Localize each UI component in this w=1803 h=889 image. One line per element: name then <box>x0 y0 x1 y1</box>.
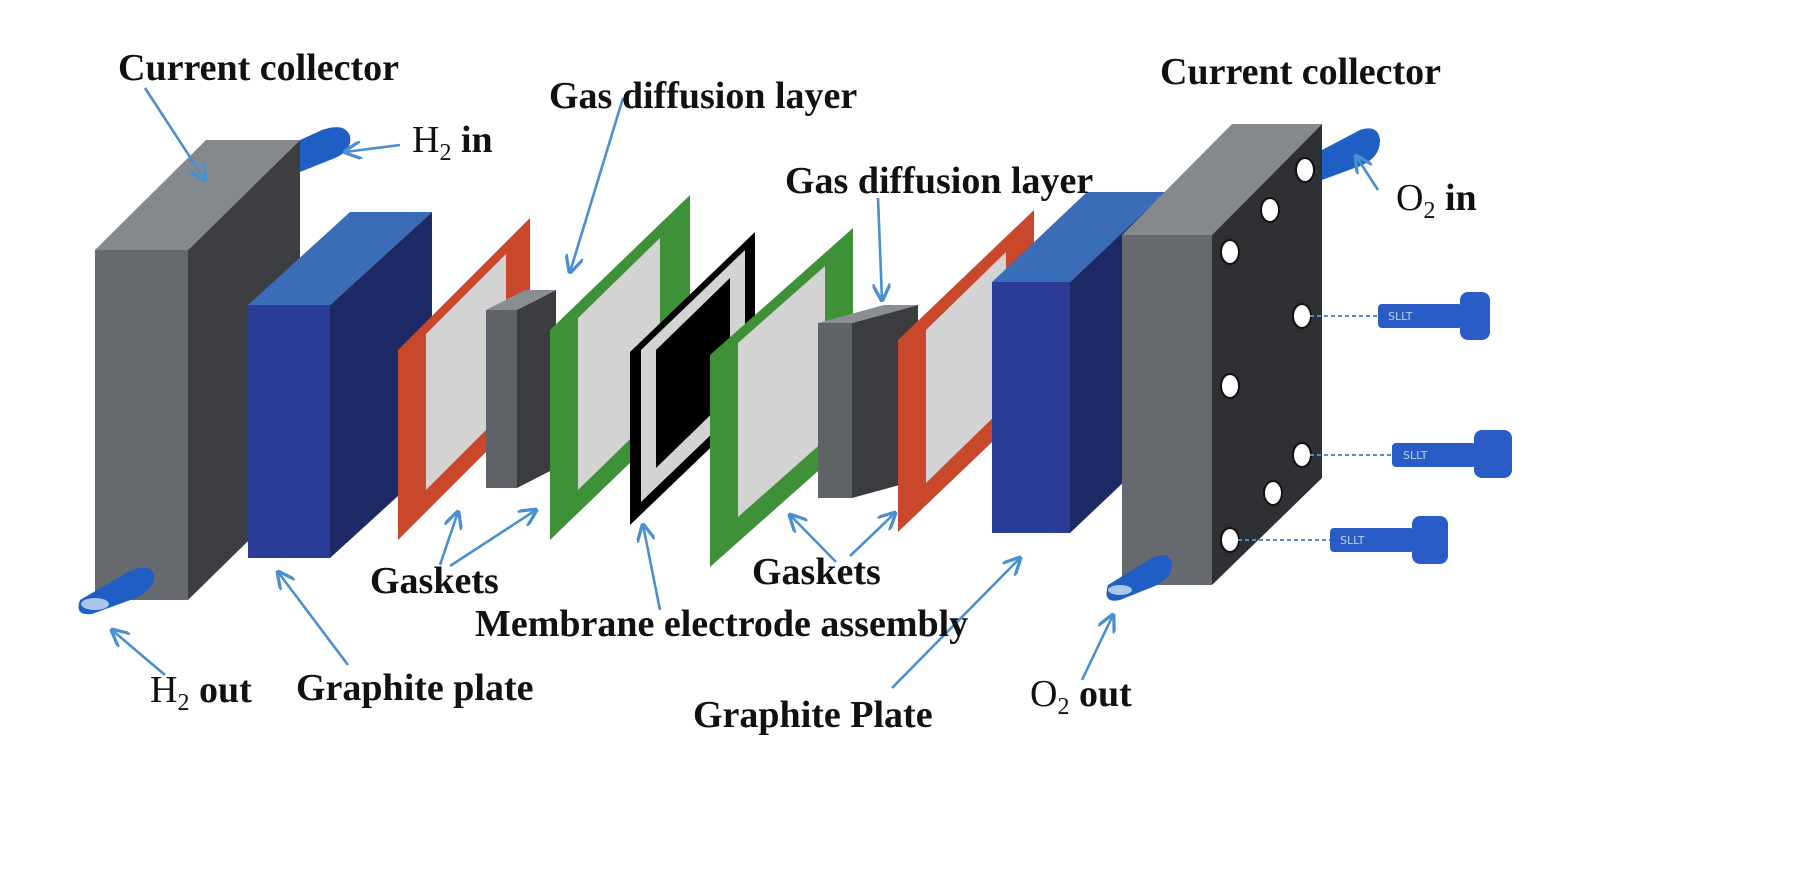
o2-out-port <box>1106 555 1172 601</box>
h2-out-base: H <box>150 669 177 711</box>
o2-in-base: O <box>1396 177 1423 219</box>
arrow-gdl-left <box>570 97 625 272</box>
arrow-graphite-left <box>278 572 350 666</box>
graphite-right-top <box>992 192 1165 282</box>
o2-out-rest: out <box>1069 673 1132 715</box>
o2-out-base: O <box>1030 673 1057 715</box>
current-collector-left <box>95 140 300 600</box>
arrow-o2-in <box>1356 156 1380 191</box>
arrow-gasket-left-a <box>438 512 458 566</box>
arrow-gdl-right <box>878 197 882 300</box>
label-gaskets-left: Gaskets <box>370 560 499 602</box>
leader-arrows <box>112 87 1380 689</box>
bolt-holes <box>1220 157 1315 553</box>
arrow-current-collector-left <box>143 87 205 180</box>
arrow-graphite-right <box>891 558 1020 689</box>
current-collector-right <box>1122 124 1322 585</box>
o2-in-port <box>1322 128 1380 180</box>
bolt-top-mark: SLLT <box>1388 310 1413 323</box>
h2-in-port <box>300 127 351 172</box>
arrow-gasket-right-a <box>790 515 837 563</box>
membrane-electrode-assembly <box>630 232 755 525</box>
label-h2-out: H2 out <box>150 669 252 716</box>
label-current-collector-left: Current collector <box>118 47 399 89</box>
label-o2-out: O2 out <box>1030 673 1132 720</box>
label-graphite-plate-right: Graphite Plate <box>693 694 933 736</box>
collector-left-top <box>95 140 300 250</box>
arrow-h2-in <box>345 145 401 152</box>
label-o2-in: O2 in <box>1396 177 1477 224</box>
bolt-bottom: SLLT <box>1238 516 1448 564</box>
collector-left-front <box>95 250 188 600</box>
bolt-top: SLLT <box>1310 292 1490 340</box>
h2-out-rest: out <box>189 669 252 711</box>
collector-right-front <box>1122 235 1212 585</box>
h2-in-base: H <box>412 119 439 161</box>
label-h2-in: H2 in <box>412 119 493 166</box>
arrow-gasket-right-b <box>849 513 895 557</box>
o2-out-sub: 2 <box>1057 694 1069 720</box>
label-gaskets-right: Gaskets <box>752 551 881 593</box>
o2-in-rest: in <box>1435 177 1476 219</box>
arrow-o2-out <box>1080 615 1113 681</box>
bolt-bottom-mark: SLLT <box>1340 534 1365 547</box>
arrow-gasket-left-b <box>449 510 536 568</box>
o2-in-sub: 2 <box>1423 198 1435 224</box>
label-current-collector-right: Current collector <box>1160 51 1441 93</box>
bolt-middle-mark: SLLT <box>1403 449 1428 462</box>
graphite-left-top <box>248 212 432 305</box>
label-gas-diffusion-layer-left: Gas diffusion layer <box>549 75 857 117</box>
h2-out-port <box>78 567 155 615</box>
graphite-right-front <box>992 282 1070 533</box>
bolt-middle: SLLT <box>1310 430 1512 478</box>
graphite-left-front <box>248 305 330 558</box>
label-gas-diffusion-layer-right: Gas diffusion layer <box>785 160 1093 202</box>
green-frame-right <box>710 228 853 567</box>
h2-out-sub: 2 <box>177 690 189 716</box>
label-graphite-plate-left: Graphite plate <box>296 667 533 709</box>
gas-diffusion-layer-left <box>486 290 556 488</box>
h2-in-sub: 2 <box>439 140 451 166</box>
h2-in-rest: in <box>451 119 492 161</box>
collector-right-top <box>1122 124 1322 235</box>
arrow-mea <box>643 525 662 611</box>
label-mea: Membrane electrode assembly <box>475 603 968 645</box>
arrow-h2-out <box>112 630 166 676</box>
collector-right-face <box>1212 124 1322 585</box>
